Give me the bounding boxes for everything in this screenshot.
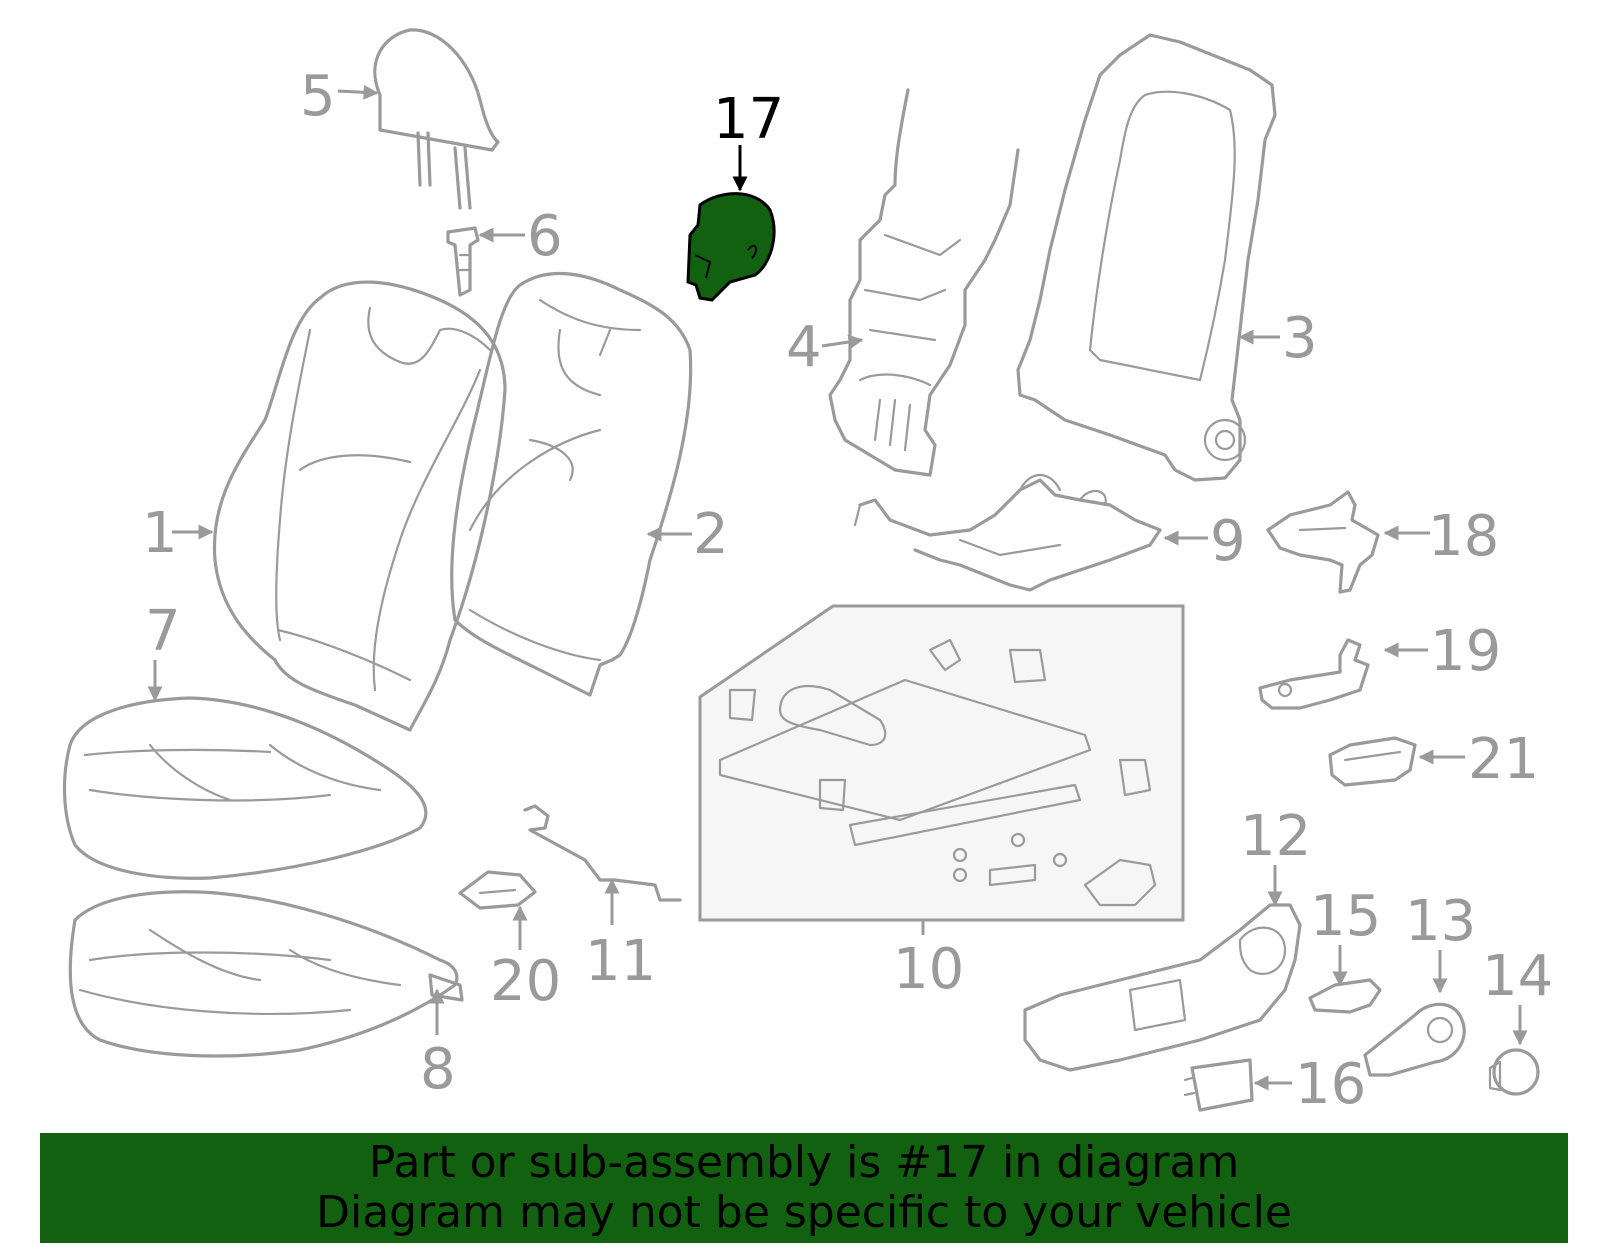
part-17-highlighted (686, 192, 776, 302)
callout-17-highlighted: 17 (713, 87, 784, 152)
part-19-bracket (1258, 638, 1370, 710)
part-2-seatback-pad (450, 271, 693, 697)
callout-18: 18 (1428, 504, 1499, 569)
callout-14: 14 (1482, 944, 1553, 1009)
callout-7: 7 (145, 599, 181, 664)
part-18-bracket (1266, 490, 1380, 594)
part-3-back-frame (1016, 33, 1277, 482)
part-20-clip (458, 870, 537, 910)
callout-9: 9 (1210, 509, 1246, 574)
callout-15: 15 (1310, 884, 1381, 949)
part-5-headrest (373, 28, 500, 210)
callout-21: 21 (1468, 727, 1539, 792)
callout-13: 13 (1405, 889, 1476, 954)
part-15-cover (1308, 978, 1382, 1014)
part-21-clip (1328, 736, 1417, 787)
part-8-cushion-pad (68, 890, 464, 1058)
callout-5: 5 (300, 64, 336, 129)
part-4-back-board (828, 88, 1020, 477)
part-16-cover (1183, 1058, 1254, 1112)
info-banner: Part or sub-assembly is #17 in diagram D… (40, 1133, 1568, 1243)
banner-line-1: Part or sub-assembly is #17 in diagram (368, 1137, 1240, 1188)
callout-20: 20 (490, 949, 561, 1014)
part-9-lumbar (853, 474, 1162, 592)
callout-2: 2 (693, 502, 729, 567)
callout-12: 12 (1240, 804, 1311, 869)
banner-line-2: Diagram may not be specific to your vehi… (316, 1187, 1292, 1238)
part-11-wire (523, 804, 682, 902)
callout-11: 11 (585, 929, 656, 994)
part-1-seatback-cover (212, 280, 507, 732)
callout-1: 1 (142, 501, 178, 566)
part-7-cushion-cover (62, 696, 428, 880)
callout-6: 6 (527, 204, 563, 269)
callout-3: 3 (1282, 306, 1318, 371)
part-12-shield (1023, 903, 1302, 1072)
part-14-cap (1488, 1048, 1540, 1096)
callout-19: 19 (1430, 619, 1501, 684)
part-10-inset (698, 604, 1185, 922)
callout-leaders (147, 84, 1528, 1091)
part-13-knob (1363, 1002, 1466, 1077)
callout-4: 4 (786, 315, 822, 380)
callout-16: 16 (1295, 1052, 1366, 1117)
callout-10: 10 (893, 937, 964, 1002)
callout-8: 8 (420, 1037, 456, 1102)
part-6-guide (446, 226, 480, 297)
